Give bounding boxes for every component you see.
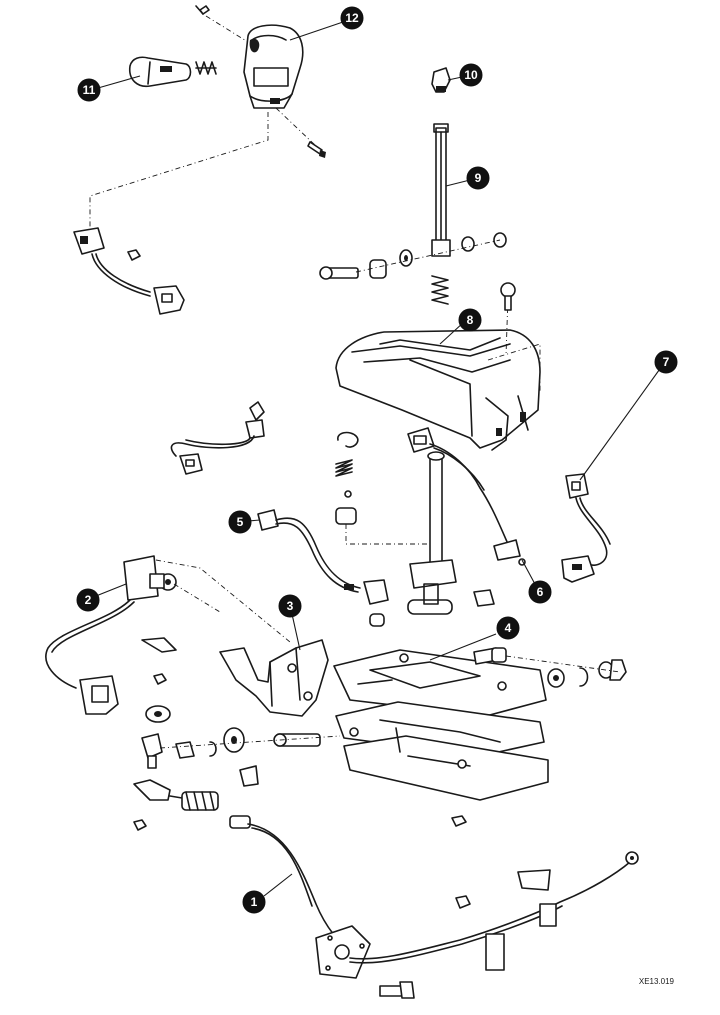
right-fastener-row	[473, 647, 627, 688]
selector-pin	[431, 67, 451, 93]
callout-11-label: 11	[83, 83, 96, 97]
selector-lever	[407, 451, 457, 615]
knob-top-screw	[195, 5, 210, 15]
knob-switch-harness	[73, 227, 185, 315]
gear-knob-assembly	[73, 5, 326, 315]
callout-9-label: 9	[475, 171, 482, 185]
callout-11: 11	[77, 78, 101, 102]
callout-3: 3	[278, 594, 302, 618]
console-bolt	[500, 282, 516, 311]
callout-2-label: 2	[85, 593, 92, 607]
switch-2	[45, 555, 291, 715]
selector-cable	[133, 779, 639, 979]
knob-screw	[307, 141, 326, 158]
mid-left-harness	[170, 401, 265, 475]
callout-7-label: 7	[663, 355, 670, 369]
harness-7	[561, 473, 611, 583]
callout-9: 9	[466, 166, 490, 190]
callout-10: 10	[459, 63, 483, 87]
callout-6: 6	[528, 580, 552, 604]
knob-button	[128, 56, 192, 88]
bracket-3	[219, 639, 329, 717]
shaft-pin-row	[319, 232, 507, 280]
shaft-spring	[431, 275, 449, 305]
callout-3-label: 3	[287, 599, 294, 613]
callout-5-label: 5	[237, 515, 244, 529]
callout-1-label: 1	[251, 895, 258, 909]
reference-code: XE13.019	[639, 977, 675, 986]
detent-parts	[335, 431, 430, 545]
selector-shaft-assembly	[319, 67, 507, 305]
small-fittings	[133, 589, 551, 909]
callout-10-label: 10	[464, 68, 478, 82]
callout-6-label: 6	[537, 585, 544, 599]
callout-8: 8	[458, 308, 482, 332]
callout-1: 1	[242, 890, 266, 914]
gear-knob	[243, 24, 304, 109]
harness-5	[257, 509, 389, 605]
console-housing	[335, 295, 541, 451]
selector-shaft	[431, 123, 451, 257]
left-fastener-row	[141, 727, 341, 769]
callout-4: 4	[496, 616, 520, 640]
callout-7: 7	[654, 350, 678, 374]
callout-2: 2	[76, 588, 100, 612]
cable-bolt	[379, 981, 415, 999]
callout-12-label: 12	[345, 11, 359, 25]
base-plate-assembly	[333, 649, 549, 801]
callout-4-label: 4	[505, 621, 512, 635]
callout-8-label: 8	[467, 313, 474, 327]
callout-markers: 1 2 3 4 5 6 7 8	[76, 6, 678, 914]
knob-spring	[195, 61, 217, 75]
harness-6	[407, 427, 526, 566]
callout-12: 12	[340, 6, 364, 30]
callout-5: 5	[228, 510, 252, 534]
